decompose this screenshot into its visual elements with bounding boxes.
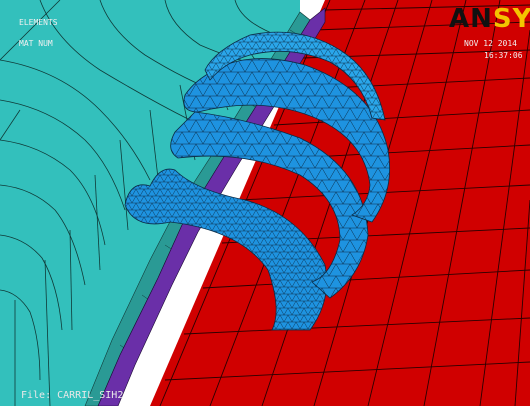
clamp-arc-front-mesh	[125, 169, 327, 330]
clamp-arc-middle-mesh	[170, 112, 368, 298]
clamp-arc-top-mesh	[205, 32, 385, 121]
logo-part-an: AN	[449, 4, 493, 34]
file-name-label: File: CARRIL_SIH2	[21, 390, 124, 401]
clamp-assembly[interactable]	[124, 31, 391, 331]
plot-subtitle-label: MAT NUM	[19, 39, 53, 48]
clamp-arc-back-mesh	[183, 58, 390, 222]
ansys-logo: ANSYS	[449, 6, 530, 32]
date-label: NOV 12 2014	[464, 39, 517, 48]
plot-title-label: ELEMENTS	[19, 18, 58, 27]
logo-part-sys: SYS	[492, 4, 530, 34]
time-label: 16:37:06	[484, 51, 523, 60]
